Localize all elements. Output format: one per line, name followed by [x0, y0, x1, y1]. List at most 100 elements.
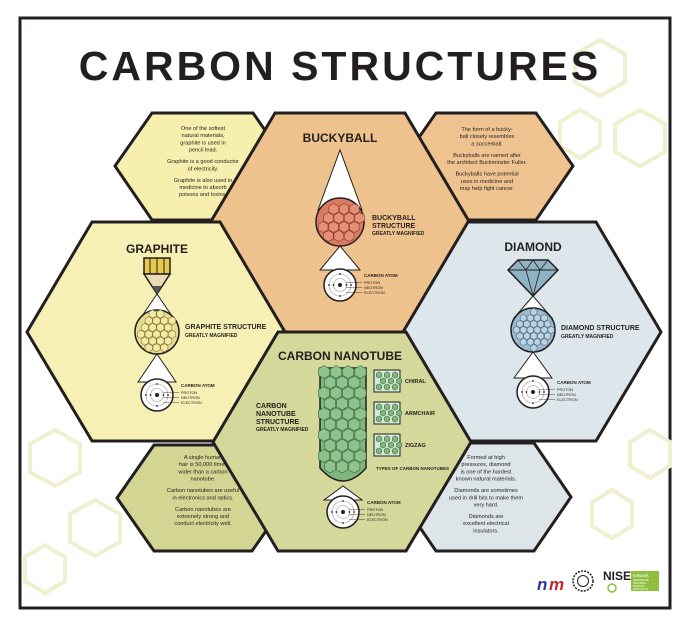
- nanotube-types: CHIRAL ARMCHAIR ZIGZAG: [373, 369, 435, 457]
- nanotube-structure-label-3: STRUCTURE: [256, 419, 299, 426]
- buckyball-info-line: Buckyballs have potential: [455, 172, 518, 178]
- buckyball-info-line: the architect Buckminster Fuller.: [447, 160, 527, 166]
- atom-neutron-label: NEUTRON: [364, 286, 383, 290]
- buckyball-structure-label-2: STRUCTURE: [372, 223, 415, 230]
- graphite-info-line: Graphite is also used in: [174, 178, 232, 184]
- nanotube-type-chiral-swatch: [373, 369, 403, 393]
- atom-electron-label: ELECTRON: [557, 398, 578, 402]
- nanotube-structure-label-2: NANOTUBE: [256, 411, 296, 418]
- carbon-atom-label: CARBON ATOM: [367, 500, 401, 505]
- nanotube-info-line: Carbon nanotubes are: [175, 507, 231, 513]
- nanotube-info-line: nanotube.: [191, 477, 216, 483]
- buckyball-info-line: uses in medicine and: [461, 179, 514, 185]
- buckyball-info-line: ball closely resembles: [460, 134, 515, 140]
- nanotube-magnified-label: GREATLY MAGNIFIED: [256, 427, 309, 433]
- diamond-info-line: Formed at high: [467, 455, 505, 461]
- diamond-magnified-label: GREATLY MAGNIFIED: [561, 334, 614, 340]
- diamond-info-line: Diamonds are: [469, 514, 504, 520]
- atom-electron-label: ELECTRON: [367, 518, 388, 522]
- nise-sub-line: EDUCATION: [633, 587, 648, 591]
- atom-proton-label: PROTON: [557, 388, 573, 392]
- nsf-seal-logo: [572, 570, 594, 592]
- nanotube-info-line: A single human: [184, 455, 222, 461]
- graphite-structure-label: GRAPHITE STRUCTURE: [185, 324, 267, 331]
- graphite-info-line: medicine to absorb: [179, 185, 226, 191]
- nanotube-type-label: ZIGZAG: [405, 443, 426, 449]
- nanotube-type-armchair-swatch: [373, 401, 403, 425]
- diamond-info-line: insulators.: [473, 528, 499, 534]
- nanotube-info-line: extremely strong and: [177, 514, 229, 520]
- diamond-info-line: Diamonds are sometimes: [454, 488, 518, 494]
- diamond-gem-icon: [506, 259, 560, 298]
- atom-neutron-label: NEUTRON: [181, 396, 200, 400]
- buckyball-info-line: a soccerball.: [471, 141, 503, 147]
- buckyball-info-text: The form of a bucky-ball closely resembl…: [447, 127, 527, 192]
- diamond-info-line: excellent electrical: [463, 521, 509, 527]
- atom-neutron-label: NEUTRON: [367, 513, 386, 517]
- diamond-info-line: known natural materials.: [456, 477, 517, 483]
- buckyball-title: BUCKYBALL: [303, 131, 378, 145]
- carbon-atom-label: CARBON ATOM: [181, 383, 215, 388]
- nanotube-info-line: Carbon nanotubes are useful: [167, 488, 239, 494]
- nanotube-title: CARBON NANOTUBE: [278, 349, 402, 363]
- atom-electron-label: ELECTRON: [364, 291, 385, 295]
- diamond-structure-label: DIAMOND STRUCTURE: [561, 325, 640, 332]
- nise-sub-line: INFORMAL: [633, 581, 647, 585]
- graphite-info-line: Graphite is a good conductor: [167, 159, 239, 165]
- graphite-title: GRAPHITE: [126, 242, 188, 256]
- diamond-info-line: used in drill bits to make them: [449, 495, 523, 501]
- graphite-structure-icon: [134, 309, 180, 355]
- graphite-magnified-label: GREATLY MAGNIFIED: [185, 333, 238, 339]
- nanotube-info-line: wider than a carbon: [177, 469, 227, 475]
- svg-text:NISE: NISE: [603, 569, 631, 583]
- diamond-info-line: very hard.: [474, 503, 499, 509]
- carbon-atom-label: CARBON ATOM: [364, 273, 398, 278]
- svg-text:n: n: [537, 575, 547, 594]
- buckyball-structure-icon: [315, 197, 365, 247]
- atom-electron-label: ELECTRON: [181, 401, 202, 405]
- buckyball-info-line: Buckyballs are named after: [453, 153, 521, 159]
- graphite-info-line: of electricity.: [188, 166, 219, 172]
- buckyball-info-line: The form of a bucky-: [461, 127, 512, 133]
- nanotube-type-label: CHIRAL: [405, 379, 426, 385]
- buckyball-structure-label: BUCKYBALL: [372, 215, 416, 222]
- nanotube-structure-icon: [318, 365, 367, 482]
- diamond-title: DIAMOND: [504, 240, 562, 254]
- poster-title: CARBON STRUCTURES: [79, 43, 602, 89]
- nanotube-type-label: ARMCHAIR: [405, 411, 435, 417]
- buckyball-magnified-label: GREATLY MAGNIFIED: [372, 231, 425, 237]
- nanotube-types-caption: TYPES OF CARBON NANOTUBES: [376, 466, 449, 471]
- nise-network-logo: NISE network NANOSCALEINFORMALSCIENCEEDU…: [603, 569, 659, 593]
- nm-logo: n m: [537, 575, 564, 594]
- graphite-info-line: natural materials,: [182, 133, 225, 139]
- nanotube-type-zigzag-swatch: [373, 433, 403, 457]
- carbon-atom-label: CARBON ATOM: [557, 380, 591, 385]
- nanotube-info-line: conduct electricity well.: [174, 521, 232, 527]
- atom-proton-label: PROTON: [367, 508, 383, 512]
- svg-text:m: m: [549, 575, 564, 594]
- graphite-info-line: pencil lead.: [189, 148, 218, 154]
- graphite-info-line: One of the softest: [181, 126, 226, 132]
- svg-text:network: network: [633, 573, 650, 578]
- pencil-icon: [142, 257, 172, 296]
- nanotube-info-line: hair is 50,000 times: [179, 462, 228, 468]
- nanotube-structure-label: CARBON: [256, 403, 287, 410]
- atom-proton-label: PROTON: [181, 391, 197, 395]
- graphite-info-line: poisons and toxins.: [179, 192, 227, 198]
- atom-proton-label: PROTON: [364, 281, 380, 285]
- diamond-info-line: is one of the hardest: [461, 469, 512, 475]
- diamond-info-line: pressures, diamond: [461, 462, 510, 468]
- atom-neutron-label: NEUTRON: [557, 393, 576, 397]
- background-molecule-pattern: [23, 37, 672, 596]
- nise-sub-line: NANOSCALE: [633, 578, 649, 582]
- nanotube-info-line: in electronics and optics.: [172, 495, 234, 501]
